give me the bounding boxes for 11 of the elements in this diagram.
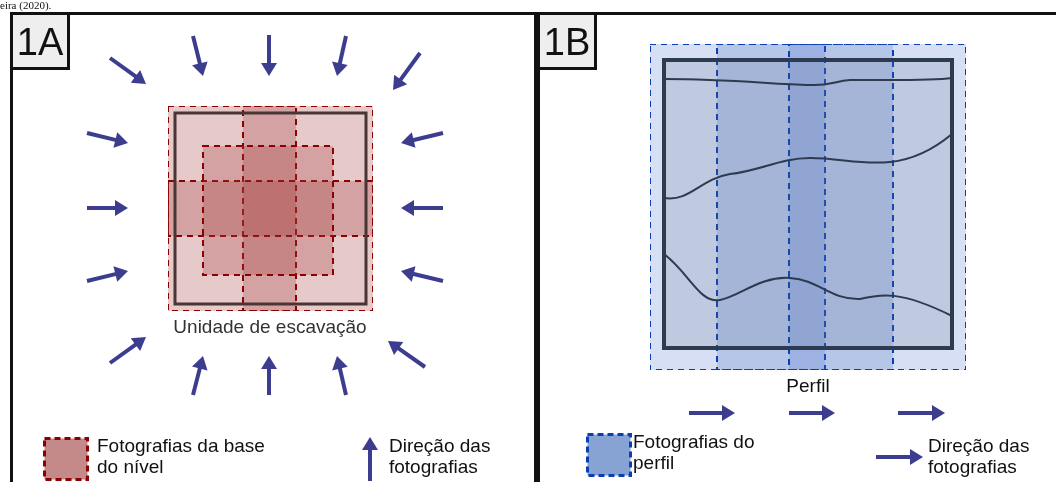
legend-text: Direção das fotografias xyxy=(389,435,492,477)
panel-label: 1B xyxy=(537,12,597,70)
panel-label: 1A xyxy=(10,12,70,70)
panel xyxy=(10,12,537,482)
legend-text: Fotografias do perfil xyxy=(633,431,756,473)
panel xyxy=(537,12,1056,482)
profile-label: Perfil xyxy=(785,375,831,396)
legend-text: Fotografias da base do nível xyxy=(97,435,266,477)
legend-text: Direção das fotografias xyxy=(928,435,1031,477)
excavation-unit-label: Unidade de escavação xyxy=(172,316,368,337)
caption-text: eira (2020). xyxy=(0,0,52,11)
